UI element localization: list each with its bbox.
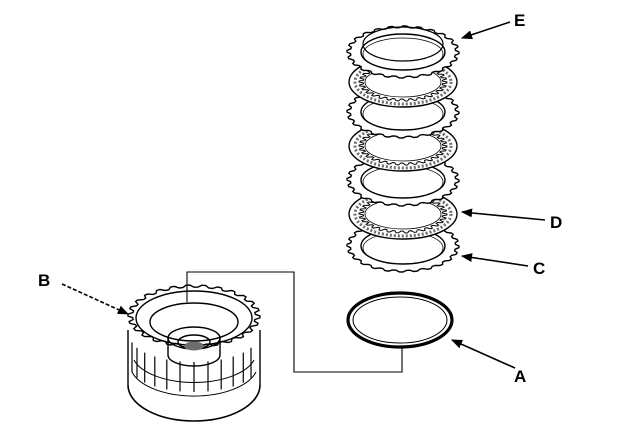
seal-ring-a xyxy=(346,291,454,349)
callout-b: B xyxy=(38,271,50,290)
leader-b xyxy=(61,283,130,315)
callout-e: E xyxy=(514,11,525,30)
leader-d xyxy=(460,208,546,221)
plate-e-inner-ring xyxy=(362,26,444,62)
plate-friction-lining xyxy=(353,122,453,170)
callout-a: A xyxy=(514,367,526,386)
clutch-drum-b xyxy=(127,284,261,422)
leader-c xyxy=(460,253,529,267)
plate-friction-lining xyxy=(353,190,453,238)
plate-friction-lining xyxy=(353,58,453,106)
clutch-plate-stack xyxy=(346,25,460,273)
assembly-connector-line xyxy=(186,271,403,373)
callout-d: D xyxy=(550,213,562,232)
callout-c: C xyxy=(533,259,545,278)
plate-inner-lip xyxy=(362,37,444,71)
leader-a xyxy=(450,339,516,369)
leader-e xyxy=(460,21,511,40)
drum-outer-teeth xyxy=(127,284,261,348)
clutch-plate xyxy=(346,25,460,79)
